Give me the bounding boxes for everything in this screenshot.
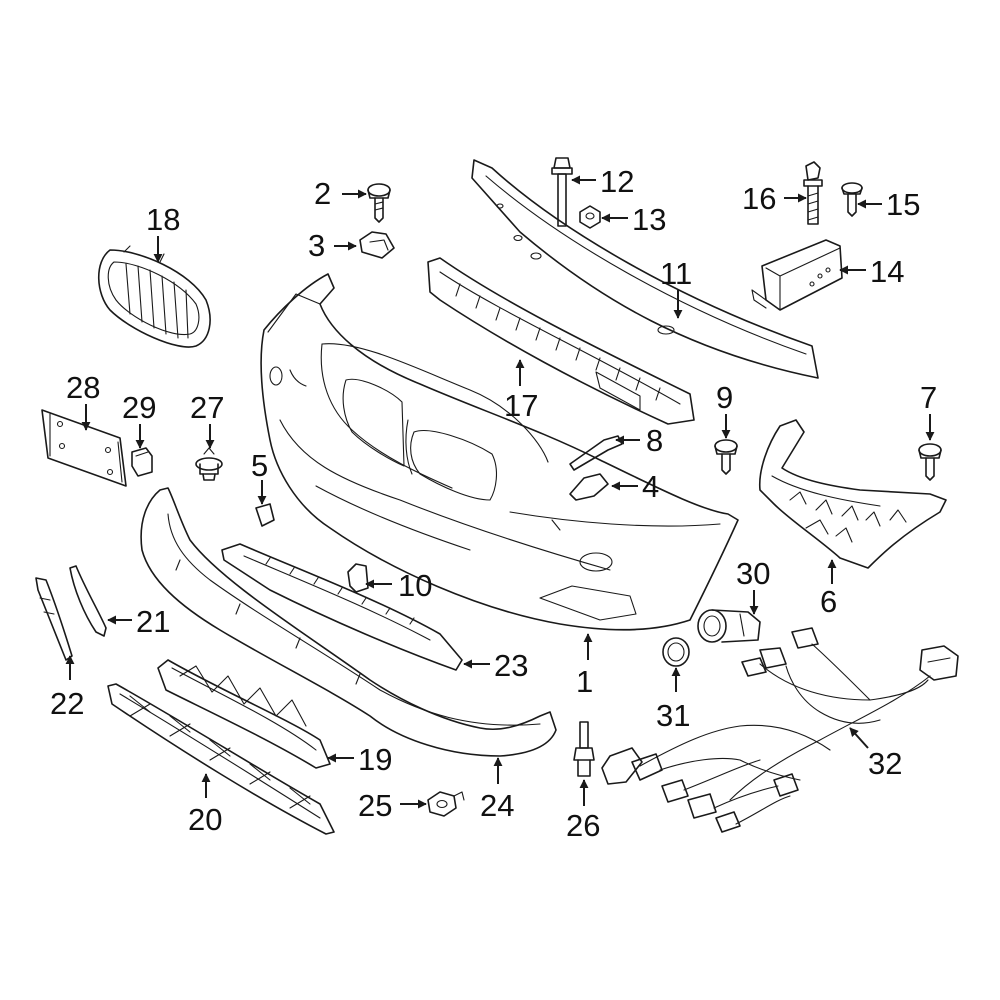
leader-32 [849, 727, 869, 749]
callout-29[interactable]: 29 [122, 390, 156, 425]
part-30-park-sensor[interactable] [697, 609, 761, 643]
part-7-screw[interactable] [918, 443, 942, 481]
part-25-nut[interactable] [427, 791, 465, 817]
callout-22[interactable]: 22 [50, 686, 84, 721]
part-19-mesh-grille[interactable] [157, 659, 331, 769]
part-17-energy-absorber[interactable] [427, 257, 695, 425]
callout-23[interactable]: 23 [494, 648, 528, 683]
part-15-screw[interactable] [841, 182, 863, 217]
part-3-clip-nut[interactable] [359, 231, 395, 259]
part-2-screw[interactable] [367, 183, 391, 223]
part-24-lower-spoiler[interactable] [140, 487, 557, 757]
callout-8[interactable]: 8 [646, 423, 663, 458]
part-20-lower-mesh[interactable] [107, 683, 335, 835]
callout-2[interactable]: 2 [314, 176, 331, 211]
part-26-stud[interactable] [573, 721, 595, 777]
callout-labels: 1 2 3 4 5 6 7 8 9 10 11 12 13 14 15 16 1… [50, 164, 937, 843]
callout-16[interactable]: 16 [742, 181, 776, 216]
part-23-lower-strip[interactable] [221, 543, 463, 671]
part-28-plate-bracket[interactable] [41, 409, 127, 487]
callout-1[interactable]: 1 [576, 664, 593, 699]
callout-31[interactable]: 31 [656, 698, 690, 733]
leader-lines [65, 175, 935, 809]
part-6-side-bracket[interactable] [758, 419, 947, 569]
callout-20[interactable]: 20 [188, 802, 222, 837]
callout-28[interactable]: 28 [66, 370, 100, 405]
callout-12[interactable]: 12 [600, 164, 634, 199]
part-29-clip[interactable] [131, 447, 153, 477]
callout-6[interactable]: 6 [820, 584, 837, 619]
part-9-screw[interactable] [714, 439, 738, 475]
callout-13[interactable]: 13 [632, 202, 666, 237]
part-32-wiring-harness[interactable] [601, 627, 959, 833]
part-1-bumper-cover[interactable] [260, 273, 739, 631]
part-16-bolt[interactable] [803, 161, 823, 225]
part-31-sensor-grommet[interactable] [662, 637, 690, 667]
part-22-side-bracket[interactable] [35, 577, 73, 661]
callout-21[interactable]: 21 [136, 604, 170, 639]
part-8-trim-strip[interactable] [569, 435, 623, 471]
callout-25[interactable]: 25 [358, 788, 392, 823]
callout-5[interactable]: 5 [251, 448, 268, 483]
callout-24[interactable]: 24 [480, 788, 514, 823]
callout-17[interactable]: 17 [504, 388, 538, 423]
callout-30[interactable]: 30 [736, 556, 770, 591]
callout-7[interactable]: 7 [920, 380, 937, 415]
part-11-bumper-reinforcement[interactable] [471, 159, 819, 379]
part-14-bracket[interactable] [751, 239, 843, 311]
callout-3[interactable]: 3 [308, 228, 325, 263]
callout-9[interactable]: 9 [716, 380, 733, 415]
part-5-cover[interactable] [255, 503, 275, 527]
callout-18[interactable]: 18 [146, 202, 180, 237]
callout-32[interactable]: 32 [868, 746, 902, 781]
callout-10[interactable]: 10 [398, 568, 432, 603]
callout-14[interactable]: 14 [870, 254, 904, 289]
part-13-nut[interactable] [579, 205, 601, 229]
callout-15[interactable]: 15 [886, 187, 920, 222]
part-10-clip[interactable] [347, 563, 369, 593]
callout-19[interactable]: 19 [358, 742, 392, 777]
callout-11[interactable]: 11 [660, 256, 692, 291]
callout-27[interactable]: 27 [190, 390, 224, 425]
callout-4[interactable]: 4 [642, 469, 659, 504]
part-27-push-rivet[interactable] [195, 447, 223, 481]
part-21-side-trim[interactable] [69, 565, 107, 637]
part-18-kidney-grille[interactable] [98, 245, 211, 348]
part-4-cover-cap[interactable] [569, 473, 609, 501]
callout-26[interactable]: 26 [566, 808, 600, 843]
part-12-bolt-highlighted[interactable] [551, 157, 573, 227]
